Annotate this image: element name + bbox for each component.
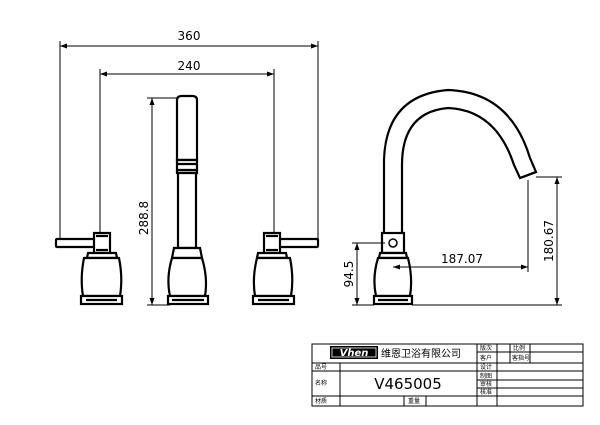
label-ratio: 比例 — [513, 344, 525, 352]
label-customer: 客户 — [480, 354, 492, 362]
label-customer-no: 客指号 — [512, 354, 530, 362]
dim-height-spout: 288.8 — [137, 201, 151, 235]
dim-height-base: 94.5 — [342, 261, 356, 288]
front-spout — [166, 94, 210, 306]
label-approve: 核准 — [480, 388, 492, 396]
right-handle — [251, 231, 320, 306]
label-version: 版次 — [480, 344, 492, 352]
label-weight: 重量 — [408, 397, 420, 405]
company-logo: Vhen — [340, 348, 369, 359]
label-name: 名称 — [315, 379, 327, 387]
label-material: 材质 — [315, 397, 327, 405]
side-view: 94.5 187.07 180.67 — [342, 88, 562, 306]
dim-reach: 187.07 — [441, 252, 483, 266]
label-design: 设计 — [480, 363, 492, 371]
label-part-no: 品号 — [315, 364, 327, 371]
left-handle — [54, 231, 124, 306]
dim-height-outlet: 180.67 — [542, 220, 556, 262]
label-review: 审核 — [480, 380, 492, 388]
dim-width-center: 240 — [178, 59, 201, 73]
dim-width-total: 360 — [178, 29, 201, 43]
front-view: 360 240 288.8 — [54, 29, 320, 306]
title-block: Vhen 维恩卫浴有限公司 品号 名称 材质 重量 V465005 版次 客户 … — [311, 343, 584, 407]
label-drawing: 制图 — [480, 372, 492, 380]
model-number: V465005 — [374, 375, 442, 393]
company-name: 维恩卫浴有限公司 — [381, 347, 461, 360]
logo-background — [330, 346, 378, 359]
